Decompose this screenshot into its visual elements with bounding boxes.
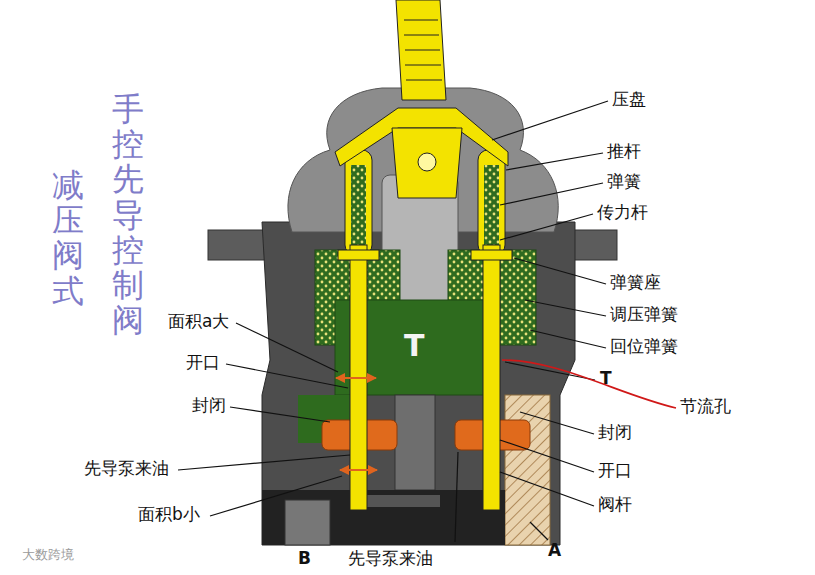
port-name: B	[298, 548, 311, 568]
part-name: 调压弹簧	[610, 304, 678, 324]
vertical-title: 减压阀式	[52, 168, 84, 309]
state-label: 开口	[186, 352, 220, 372]
watermark: 大数跨境	[22, 547, 74, 563]
part-name: 回位弹簧	[610, 336, 678, 356]
part-name: 节流孔	[680, 396, 731, 416]
part-name: 传力杆	[597, 202, 648, 222]
part-name: 压盘	[612, 89, 646, 109]
flow-label: 先导泵来油	[84, 458, 169, 478]
vertical-title: 手控先导控制阀	[112, 92, 144, 338]
flow-label: 先导泵来油	[348, 548, 433, 568]
area-label: 面积a大	[168, 311, 229, 331]
port-name: A	[548, 540, 561, 560]
area-label: 面积b小	[138, 504, 200, 524]
part-name: 弹簧座	[610, 272, 661, 292]
part-name: 弹簧	[607, 171, 641, 191]
state-label: 封闭	[598, 422, 632, 442]
part-name: 阀杆	[598, 494, 632, 514]
port-name: T	[404, 328, 424, 364]
port-name: T	[600, 368, 612, 388]
state-label: 封闭	[192, 395, 226, 415]
part-name: 推杆	[607, 141, 641, 161]
state-label: 开口	[598, 460, 632, 480]
